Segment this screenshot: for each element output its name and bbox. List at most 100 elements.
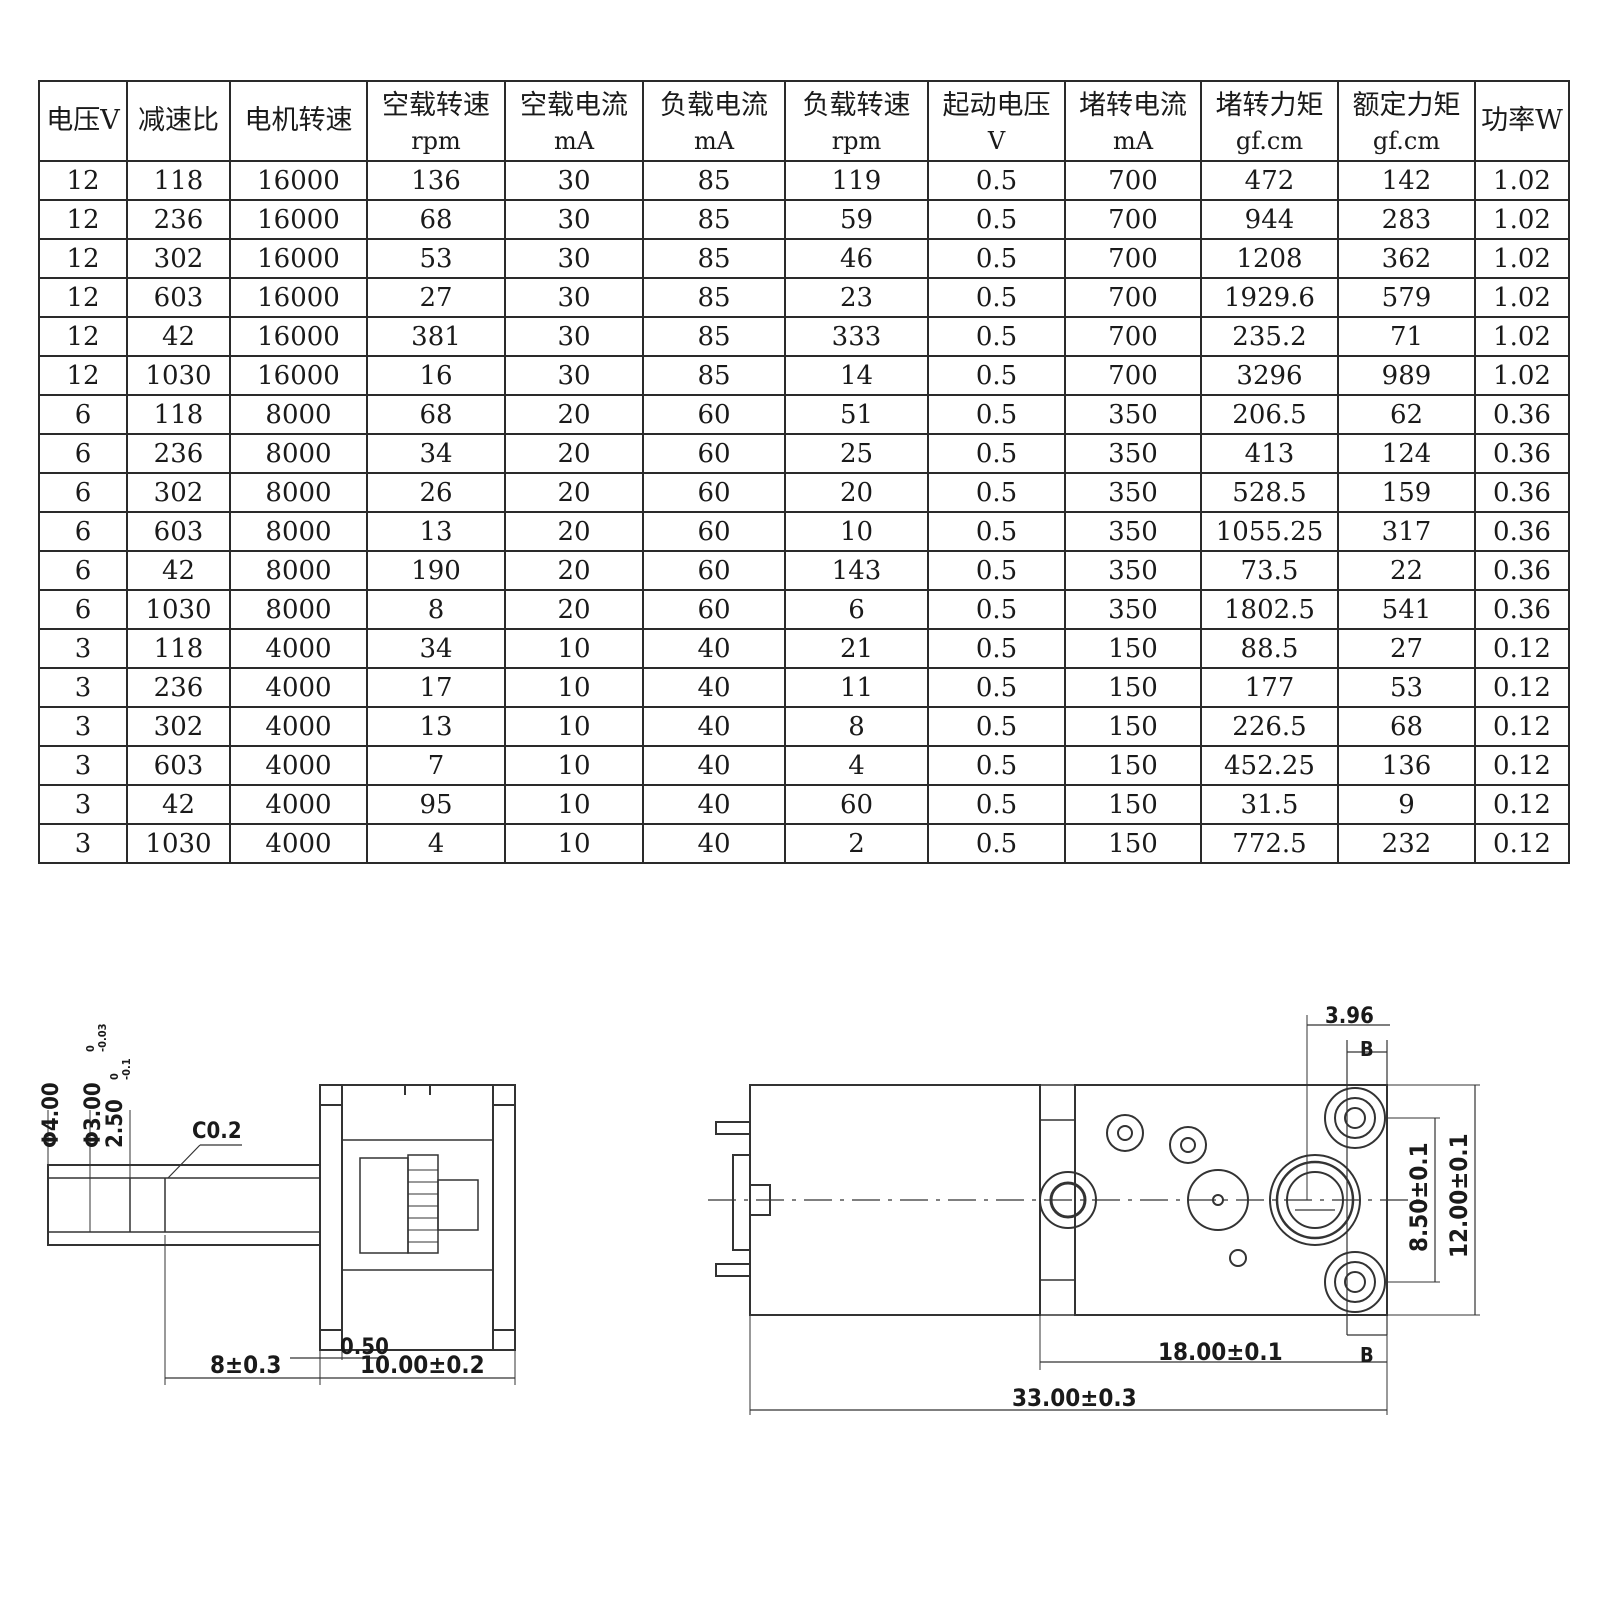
table-cell: 4 [784,745,929,786]
table-cell: 1.02 [1474,277,1570,318]
table-cell: 700 [1064,160,1202,201]
table-cell: 0.36 [1474,433,1570,474]
table-cell: 0.12 [1474,823,1570,864]
table-cell: 60 [642,433,786,474]
table-cell: 350 [1064,433,1202,474]
table-cell: 30 [504,355,644,396]
column-header-unit: V [987,127,1006,155]
shaft [47,1164,321,1246]
table-cell: 0.5 [927,667,1066,708]
table-cell: 68 [366,199,506,240]
table-cell: 10 [784,511,929,552]
table-cell: 68 [366,394,506,435]
table-cell: 150 [1064,706,1202,747]
table-cell: 6 [38,589,128,630]
table-cell: 4000 [229,667,368,708]
table-cell: 20 [504,433,644,474]
dim-phi4-label: Φ4.00 [39,1082,64,1148]
dim-3-96-label: 3.96 [1325,1004,1374,1029]
table-cell: 20 [504,589,644,630]
table-cell: 73.5 [1200,550,1339,591]
column-header-label: 起动电压 [942,90,1051,121]
table-cell: 10 [504,784,644,825]
column-header: 功率W [1474,80,1570,162]
table-cell: 381 [366,316,506,357]
table-cell: 7 [366,745,506,786]
table-cell: 150 [1064,823,1202,864]
table-cell: 16000 [229,355,368,396]
table-cell: 2 [784,823,929,864]
table-cell: 0.5 [927,745,1066,786]
table-cell: 118 [126,628,231,669]
table-cell: 27 [1337,628,1476,669]
table-cell: 700 [1064,238,1202,279]
table-cell: 16000 [229,316,368,357]
table-cell: 0.12 [1474,706,1570,747]
table-cell: 30 [504,316,644,357]
table-cell: 236 [126,199,231,240]
table-cell: 0.12 [1474,745,1570,786]
table-cell: 12 [38,316,128,357]
table-cell: 3 [38,628,128,669]
table-cell: 1.02 [1474,199,1570,240]
table-cell: 190 [366,550,506,591]
dim-8-label: 8±0.3 [210,1351,281,1379]
table-cell: 0.12 [1474,667,1570,708]
table-cell: 541 [1337,589,1476,630]
dim-2-50-tol-upper: 0 [108,1073,121,1080]
table-cell: 603 [126,511,231,552]
table-cell: 85 [642,238,786,279]
table-cell: 21 [784,628,929,669]
table-cell: 0.36 [1474,589,1570,630]
column-header-label: 堵转力矩 [1215,90,1324,121]
table-cell: 16000 [229,160,368,201]
table-cell: 362 [1337,238,1476,279]
table-cell: 4000 [229,823,368,864]
table-cell: 71 [1337,316,1476,357]
column-header-unit: mA [693,127,735,155]
column-header-label: 负载转速 [802,90,911,121]
table-cell: 16000 [229,238,368,279]
table-cell: 1802.5 [1200,589,1339,630]
table-cell: 142 [1337,160,1476,201]
table-cell: 8000 [229,550,368,591]
front-view-drawing: 3.96 B B 8.50±0.1 12.00±0.1 18.00±0.1 33… [708,1004,1480,1415]
table-cell: 85 [642,277,786,318]
table-cell: 10 [504,706,644,747]
table-cell: 3 [38,667,128,708]
table-cell: 700 [1064,355,1202,396]
column-header-unit: gf.cm [1235,127,1304,155]
table-cell: 31.5 [1200,784,1339,825]
table-cell: 8 [366,589,506,630]
table-cell: 46 [784,238,929,279]
table-cell: 10 [504,745,644,786]
section-b-bottom: B [1360,1343,1374,1367]
dim-2-50-label: 2.50 [103,1099,128,1148]
table-cell: 772.5 [1200,823,1339,864]
table-cell: 20 [504,472,644,513]
table-cell: 27 [366,277,506,318]
table-cell: 603 [126,745,231,786]
table-cell: 1.02 [1474,238,1570,279]
table-cell: 177 [1200,667,1339,708]
table-cell: 23 [784,277,929,318]
dim-8-50-label: 8.50±0.1 [1405,1142,1433,1252]
column-header-unit: mA [1112,127,1154,155]
table-cell: 944 [1200,199,1339,240]
table-cell: 60 [642,550,786,591]
table-cell: 6 [784,589,929,630]
table-cell: 53 [366,238,506,279]
column-header-label: 空载转速 [382,90,490,121]
table-cell: 3296 [1200,355,1339,396]
table-cell: 150 [1064,784,1202,825]
table-cell: 60 [784,784,929,825]
table-cell: 20 [784,472,929,513]
